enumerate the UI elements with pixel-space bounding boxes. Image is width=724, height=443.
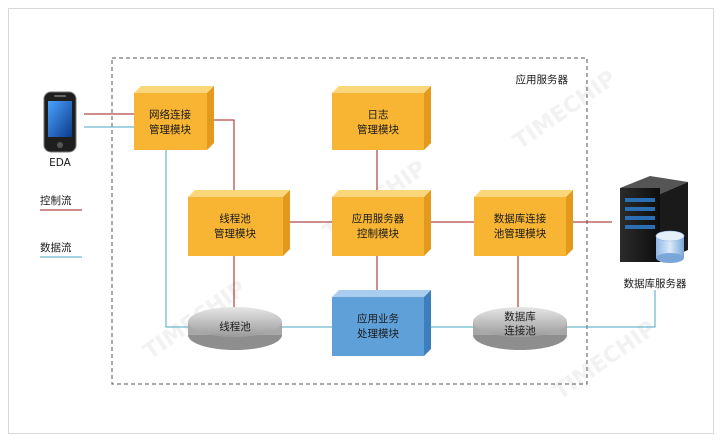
phone-icon [43,91,77,153]
thread-pool-disk: 线程池 [188,307,282,350]
db-pool-disk: 数据库 连接池 [473,307,567,350]
business-module: 应用业务 处理模块 [332,290,431,356]
threadpool-manager-module: 线程池 管理模块 [188,190,290,256]
db-pool-line2: 连接池 [504,324,536,337]
app-server-boundary [111,57,588,385]
db-pool-manager-line2: 池管理模块 [494,227,547,240]
data-network-threadpool [165,150,188,328]
eda-label: EDA [49,157,72,169]
threadpool-manager-line2: 管理模块 [214,227,256,240]
app-control-module: 应用服务器 控制模块 [332,190,431,256]
database-cylinder-icon [655,230,685,263]
threadpool-manager-line1: 线程池 [219,212,251,225]
business-module-line1: 应用业务 [357,312,399,325]
db-pool-manager-line1: 数据库连接 [494,212,547,225]
control-network-threadpool [207,119,235,192]
app-server-label: 应用服务器 [516,73,569,86]
business-module-line2: 处理模块 [357,328,399,340]
legend: 控制流 数据流 [40,194,82,258]
network-module: 网络连接 管理模块 [134,86,214,150]
db-server-label: 数据库服务器 [624,277,687,290]
thread-pool-label: 线程池 [219,320,251,333]
app-control-line1: 应用服务器 [352,212,405,225]
data-flow-lines [84,126,656,328]
legend-control-label: 控制流 [40,194,72,207]
db-pool-line1: 数据库 [504,310,536,323]
network-module-line1: 网络连接 [149,108,191,121]
db-pool-manager-module: 数据库连接 池管理模块 [474,190,573,256]
log-module-line2: 管理模块 [357,123,399,136]
log-module-line1: 日志 [368,108,389,121]
diagram-frame [8,8,714,434]
legend-data-label: 数据流 [40,241,72,254]
control-flow-lines [84,113,612,308]
data-dbpool-dbserver [566,290,656,328]
app-control-line2: 控制模块 [357,227,399,240]
log-module: 日志 管理模块 [332,86,431,150]
network-module-line2: 管理模块 [149,123,191,136]
